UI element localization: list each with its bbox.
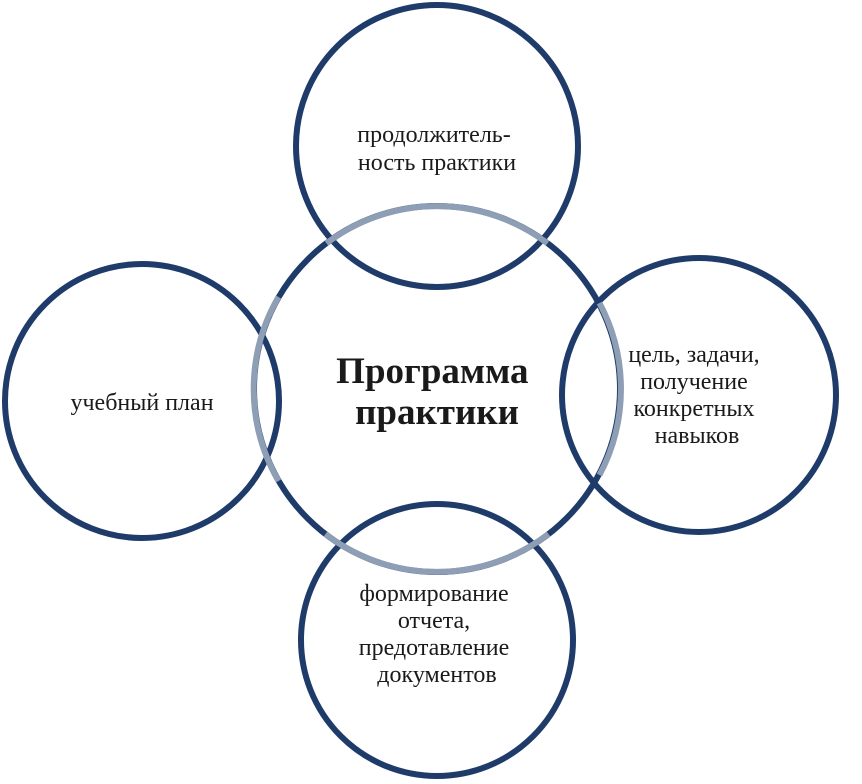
circle-right bbox=[559, 255, 839, 535]
center-label-line: практики bbox=[355, 392, 519, 433]
left-label-line: учебный план bbox=[70, 390, 213, 416]
bottom-label: формирование отчета, предотавление докум… bbox=[359, 581, 516, 688]
overlap-arc-left bbox=[250, 295, 282, 483]
center-label-line: Программа bbox=[336, 351, 528, 392]
right-label-line: получение bbox=[640, 369, 748, 395]
bottom-label-line: предотавление bbox=[359, 635, 510, 661]
bottom-label-line: формирование bbox=[359, 581, 508, 607]
top-label: продолжитель- ность практики bbox=[357, 122, 517, 176]
circle-top bbox=[293, 2, 581, 290]
center-label: Программа практики bbox=[336, 351, 538, 433]
right-label-line: цель, задачи, bbox=[628, 342, 759, 368]
overlap-arc-right bbox=[596, 301, 624, 477]
right-label-line: навыков bbox=[655, 423, 740, 449]
top-label-line: ность практики bbox=[358, 150, 516, 176]
left-label: учебный план bbox=[70, 390, 213, 416]
bottom-label-line: отчета, bbox=[398, 608, 470, 634]
overlap-arc-top bbox=[324, 203, 550, 246]
right-label: цель, задачи, получение конкретных навык… bbox=[628, 342, 765, 449]
top-label-line: продолжитель- bbox=[357, 122, 511, 148]
bottom-label-line: документов bbox=[377, 662, 496, 688]
circle-bottom bbox=[298, 501, 576, 779]
right-label-line: конкретных bbox=[633, 396, 754, 422]
circle-left bbox=[2, 261, 282, 541]
overlap-arc-bottom bbox=[323, 531, 551, 575]
